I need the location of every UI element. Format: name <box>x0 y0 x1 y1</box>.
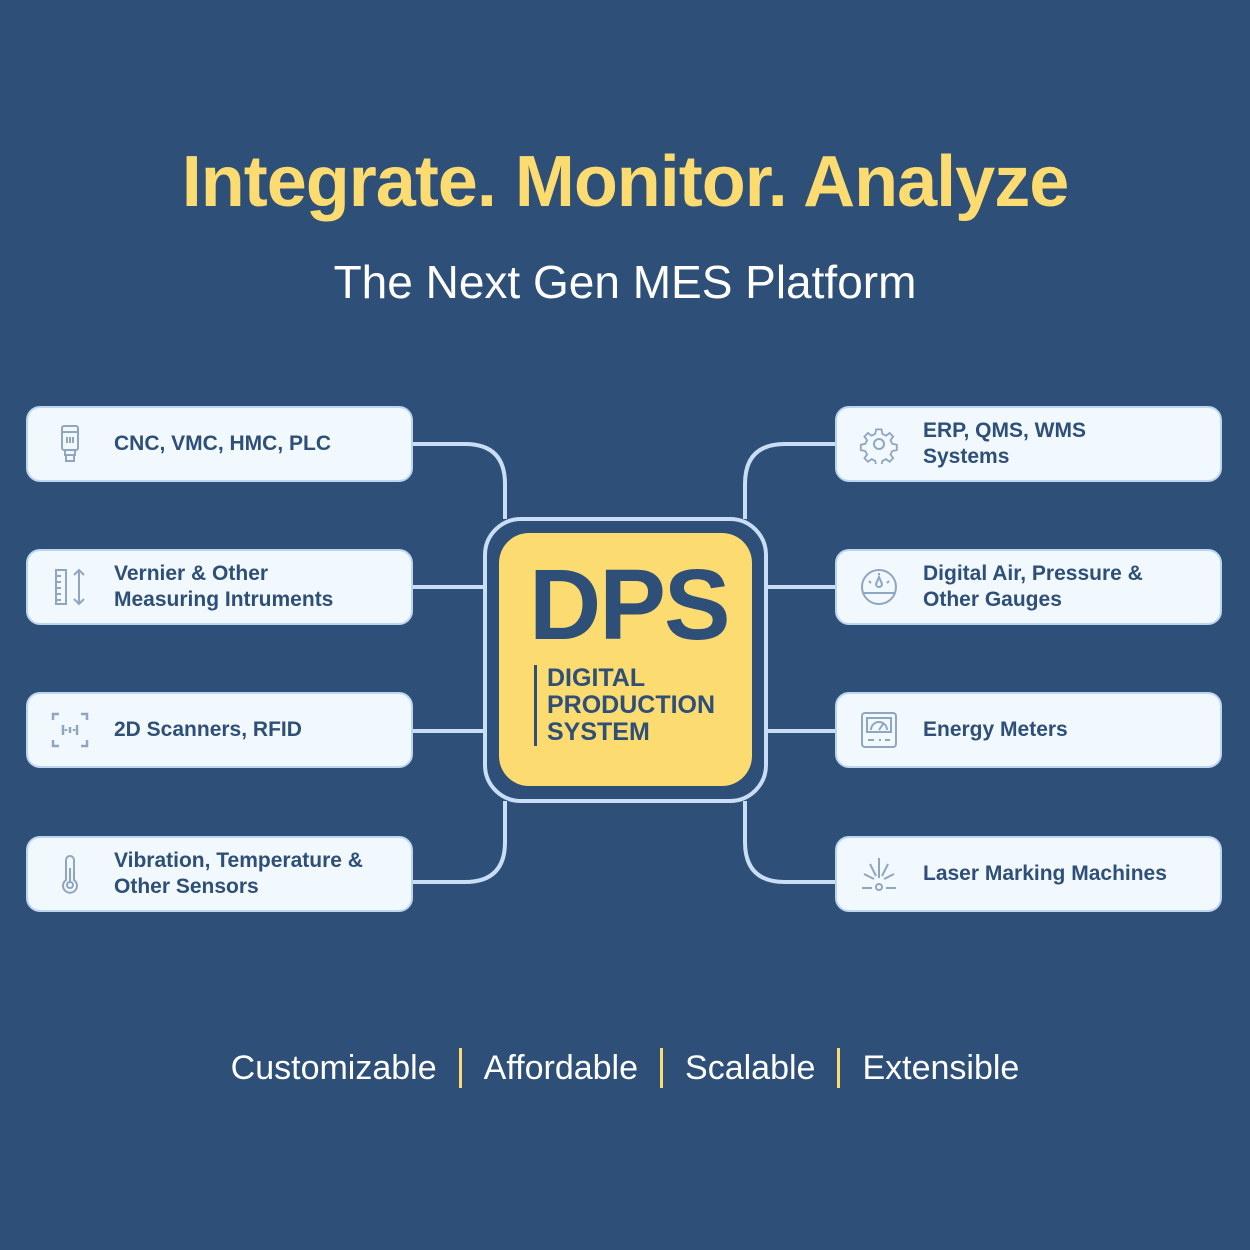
card-label: Energy Meters <box>923 718 1068 741</box>
fullname-line: PRODUCTION <box>547 691 716 719</box>
connector <box>413 801 507 884</box>
energy-meter-icon <box>861 712 897 748</box>
dps-logo-box: DPS DIGITAL PRODUCTION SYSTEM <box>499 533 752 786</box>
value-props: Customizable Affordable Scalable Extensi… <box>0 1048 1250 1088</box>
source-card-vernier: Vernier & Other Measuring Intruments <box>26 549 413 625</box>
thermometer-icon <box>62 855 78 894</box>
plc-device-icon <box>61 425 79 462</box>
card-label: Vernier & Other Measuring Intruments <box>114 562 334 611</box>
connector <box>413 442 507 519</box>
card-label: Vibration, Temperature & Other Sensors <box>114 849 363 898</box>
card-label: 2D Scanners, RFID <box>114 718 302 741</box>
dps-fullname: DIGITAL PRODUCTION SYSTEM <box>534 665 715 746</box>
divider <box>660 1048 664 1088</box>
gear-icon <box>859 428 898 464</box>
source-card-plc: CNC, VMC, HMC, PLC <box>26 406 413 482</box>
card-label: ERP, QMS, WMS Systems <box>923 419 1086 468</box>
value-prop: Extensible <box>862 1049 1020 1087</box>
fullname-line: DIGITAL <box>547 664 646 692</box>
source-card-energy: Energy Meters <box>835 692 1222 768</box>
scanner-icon <box>51 712 89 748</box>
source-card-gauges: Digital Air, Pressure & Other Gauges <box>835 549 1222 625</box>
source-card-sensors: Vibration, Temperature & Other Sensors <box>26 836 413 912</box>
card-label: CNC, VMC, HMC, PLC <box>114 432 331 455</box>
source-card-scanner: 2D Scanners, RFID <box>26 692 413 768</box>
divider <box>458 1048 462 1088</box>
ruler-measure-icon <box>55 568 85 606</box>
card-label: Laser Marking Machines <box>923 862 1167 885</box>
laser-icon <box>862 858 896 891</box>
value-prop: Scalable <box>685 1049 816 1087</box>
subheadline: The Next Gen MES Platform <box>333 256 917 308</box>
value-prop: Affordable <box>483 1049 639 1087</box>
source-card-erp: ERP, QMS, WMS Systems <box>835 406 1222 482</box>
connector <box>743 442 837 519</box>
source-card-laser: Laser Marking Machines <box>835 836 1222 912</box>
card-label: Digital Air, Pressure & Other Gauges <box>923 562 1143 611</box>
dps-acronym: DPS <box>529 549 731 661</box>
headline: Integrate. Monitor. Analyze <box>181 142 1069 222</box>
divider <box>837 1048 841 1088</box>
gauge-icon <box>861 569 897 605</box>
connector <box>743 801 837 884</box>
fullname-line: SYSTEM <box>547 718 650 746</box>
value-prop: Customizable <box>230 1049 437 1087</box>
